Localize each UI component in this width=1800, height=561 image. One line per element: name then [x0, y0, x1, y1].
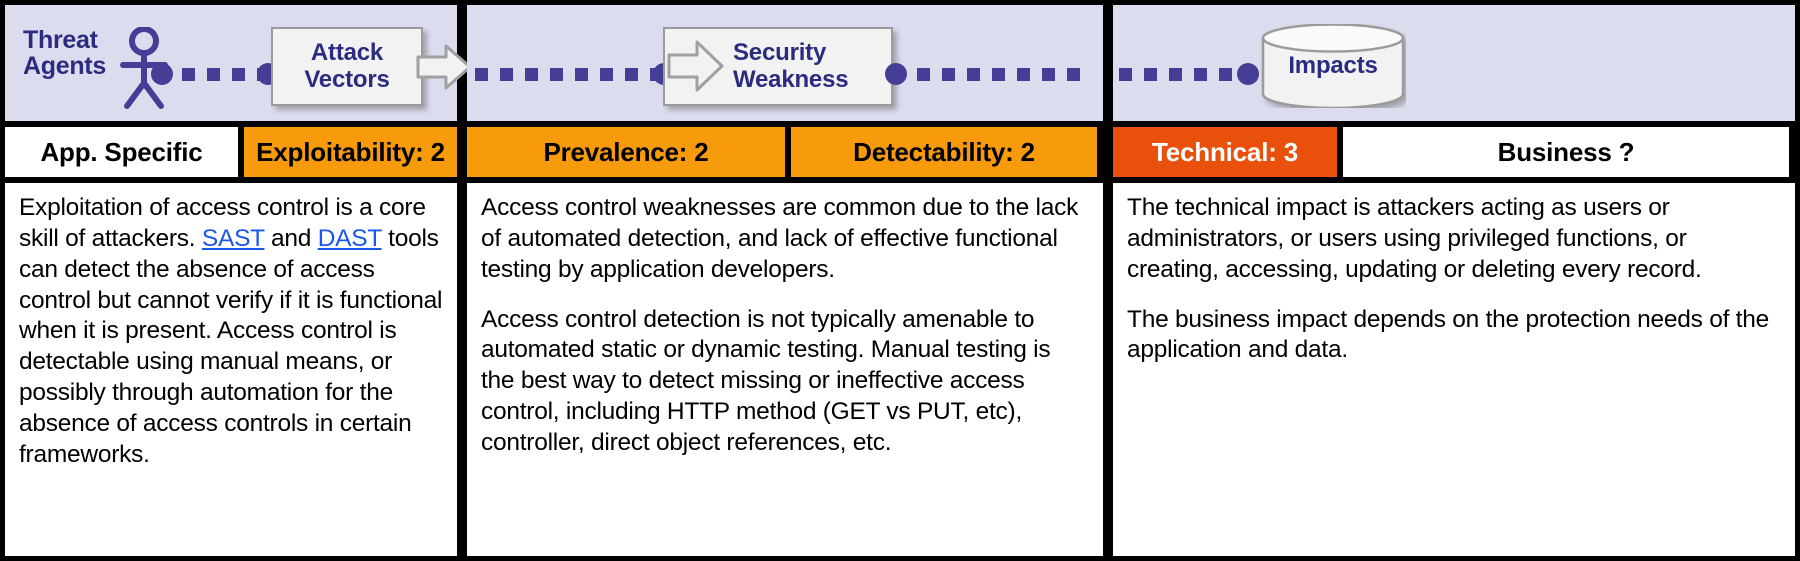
- rating-exploitability: Exploitability: 2: [238, 127, 457, 177]
- threat-text-tail: tools can detect the absence of access c…: [19, 224, 443, 468]
- attack-vectors-label: Attack Vectors: [304, 38, 390, 93]
- flow-connector-dotted: [917, 67, 1080, 81]
- rating-business: Business ?: [1337, 127, 1789, 177]
- impacts-label: Impacts: [1288, 52, 1378, 79]
- rating-bar-impacts: Technical: 3 Business ?: [1113, 127, 1795, 183]
- column-impacts: Impacts Technical: 3 Business ? The tech…: [1108, 0, 1800, 561]
- impacts-paragraph-1: The technical impact is attackers acting…: [1127, 194, 1702, 283]
- threat-text-mid: and: [264, 224, 318, 252]
- dast-link[interactable]: DAST: [317, 224, 382, 252]
- threat-agents-label: Threat Agents: [23, 26, 106, 80]
- rating-bar-weakness: Prevalence: 2 Detectability: 2: [467, 127, 1103, 183]
- rating-prevalence: Prevalence: 2: [467, 127, 785, 177]
- rating-bar-threat: App. Specific Exploitability: 2: [5, 127, 457, 183]
- rating-app-specific: App. Specific: [5, 127, 238, 177]
- column-security-weakness: Security Weakness Prevalence: 2 Detectab…: [462, 0, 1108, 561]
- weakness-body-text: Access control weaknesses are common due…: [467, 183, 1103, 556]
- security-weakness-label: Security Weakness: [733, 38, 849, 93]
- rating-detectability: Detectability: 2: [785, 127, 1097, 177]
- security-weakness-box: Security Weakness: [663, 27, 893, 106]
- impacts-body-text: The technical impact is attackers acting…: [1113, 183, 1795, 556]
- attack-vectors-box: Attack Vectors: [271, 27, 423, 106]
- column-threat-agents: Threat Agents Attack: [0, 0, 472, 561]
- flow-node-dot: [151, 63, 173, 85]
- weakness-paragraph-1: Access control weaknesses are common due…: [481, 194, 1079, 283]
- threat-paragraph: Exploitation of access control is a core…: [19, 193, 443, 471]
- flow-node-dot: [885, 63, 907, 85]
- weakness-paragraph-2: Access control detection is not typicall…: [481, 305, 1051, 457]
- threat-body-text: Exploitation of access control is a core…: [5, 183, 457, 556]
- impacts-cylinder-icon: [1261, 24, 1405, 108]
- flow-header-weakness: Security Weakness: [467, 5, 1103, 127]
- flow-header-impacts: Impacts: [1113, 5, 1795, 127]
- rating-technical: Technical: 3: [1113, 127, 1337, 177]
- threat-text-lead: Exploitation of access control is a core…: [19, 194, 426, 252]
- sast-link[interactable]: SAST: [201, 224, 265, 252]
- flow-connector-dotted: [475, 67, 663, 81]
- flow-header-threat: Threat Agents Attack: [5, 5, 472, 127]
- flow-node-dot: [1237, 63, 1259, 85]
- impacts-paragraph-2: The business impact depends on the prote…: [1127, 305, 1769, 364]
